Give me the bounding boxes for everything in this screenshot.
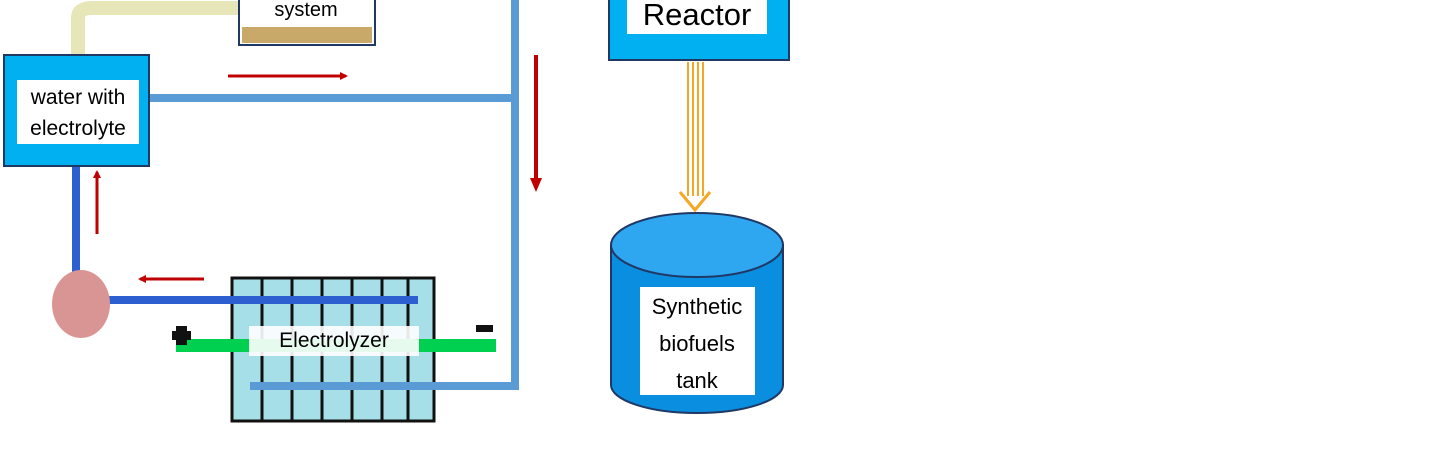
gas-pipe <box>71 1 238 55</box>
biofuels-tank-label-line-3: tank <box>676 368 718 393</box>
negative-terminal-icon <box>476 325 493 332</box>
biofuels-tank-label-line-1: Synthetic <box>651 294 743 319</box>
biofuels-tank <box>610 212 784 414</box>
reactor-label-bg <box>627 0 767 34</box>
flow-arrows <box>93 55 542 283</box>
electrolyzer-label-line-1: Electrolyzer <box>279 329 389 352</box>
positive-terminal-icon <box>172 326 191 345</box>
storage-system-label-line-1: system <box>274 0 338 21</box>
electrolyzer-label: Electrolyzer <box>249 327 419 355</box>
storage-system-box <box>238 0 376 46</box>
reactor-label-line-1: Reactor <box>642 0 752 32</box>
pump-icon <box>52 270 110 338</box>
storage-system-label: system <box>244 0 368 23</box>
electrolyzer-unit <box>100 276 519 423</box>
biofuels-tank-label-line-2: biofuels <box>659 331 735 356</box>
water-electrolyte-label-line-2: electrolyte <box>30 117 126 140</box>
water-electrolyte-label-line-1: water with <box>30 86 126 109</box>
reactor-label: Reactor <box>617 0 777 34</box>
biofuels-tank-label: Synthetic biofuels tank <box>637 288 757 399</box>
water-electrolyte-label-bg <box>17 80 139 144</box>
water-electrolyte-label: water with electrolyte <box>17 82 139 144</box>
reactor-output-arrow <box>678 62 712 213</box>
